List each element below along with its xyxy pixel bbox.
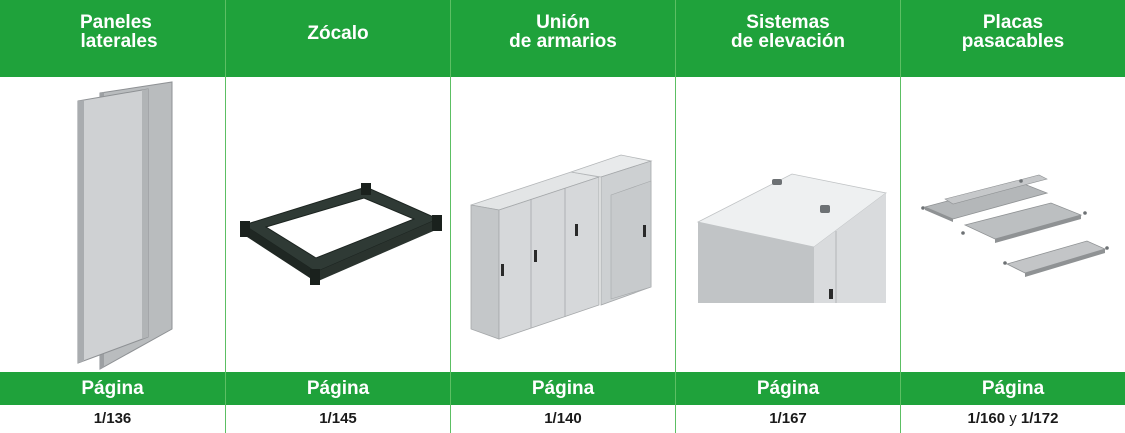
header-title-line1: Zócalo (307, 23, 369, 44)
plinth-base-illustration (226, 77, 450, 372)
joined-enclosures-illustration (451, 77, 675, 372)
page-header: Página (901, 372, 1125, 405)
page-number: 1/160 (967, 410, 1006, 427)
header-title-line1: Sistemas (746, 12, 830, 33)
column-header: Zócalo (226, 0, 450, 77)
lifting-system-illustration (676, 77, 900, 372)
page-number: 1/136 (93, 410, 132, 427)
page-number-2: 1/172 (1020, 410, 1059, 427)
cable-gland-plates-illustration (901, 77, 1125, 372)
page-number: 1/145 (319, 410, 357, 427)
page-reference: 1/145 (226, 405, 450, 433)
page-reference: 1/167 (676, 405, 900, 433)
header-title-line1: Unión (536, 12, 590, 33)
column-enclosure-joining: Unión de armarios (450, 0, 675, 433)
header-title-line2: de armarios (509, 31, 617, 52)
page-header: Página (451, 372, 675, 405)
column-side-panels: Paneles laterales Página 1/136 (0, 0, 225, 433)
header-title-line2: de elevación (730, 31, 846, 52)
page-ref-conjunction: y (1009, 410, 1017, 427)
page-header: Página (0, 372, 225, 405)
page-reference: 1/160 y 1/172 (901, 405, 1125, 433)
header-title-line1: Placas (982, 12, 1044, 33)
page-number: 1/140 (544, 410, 582, 427)
page-reference: 1/136 (0, 405, 225, 433)
page-header: Página (676, 372, 900, 405)
column-header: Placas pasacables (901, 0, 1125, 77)
column-header: Paneles laterales (0, 0, 225, 77)
page-header: Página (226, 372, 450, 405)
column-lifting-systems: Sistemas de elevación Página 1/167 (675, 0, 900, 433)
side-panels-illustration (0, 77, 225, 372)
column-plinth: Zócalo Página 1/145 (225, 0, 450, 433)
header-title-line2: laterales (80, 31, 158, 52)
header-title-line1: Paneles (80, 12, 152, 33)
column-header: Sistemas de elevación (676, 0, 900, 77)
page-reference: 1/140 (451, 405, 675, 433)
page-number: 1/167 (769, 410, 807, 427)
column-cable-gland-plates: Placas pasacables (900, 0, 1125, 433)
column-header: Unión de armarios (451, 0, 675, 77)
header-title-line2: pasacables (961, 31, 1065, 52)
